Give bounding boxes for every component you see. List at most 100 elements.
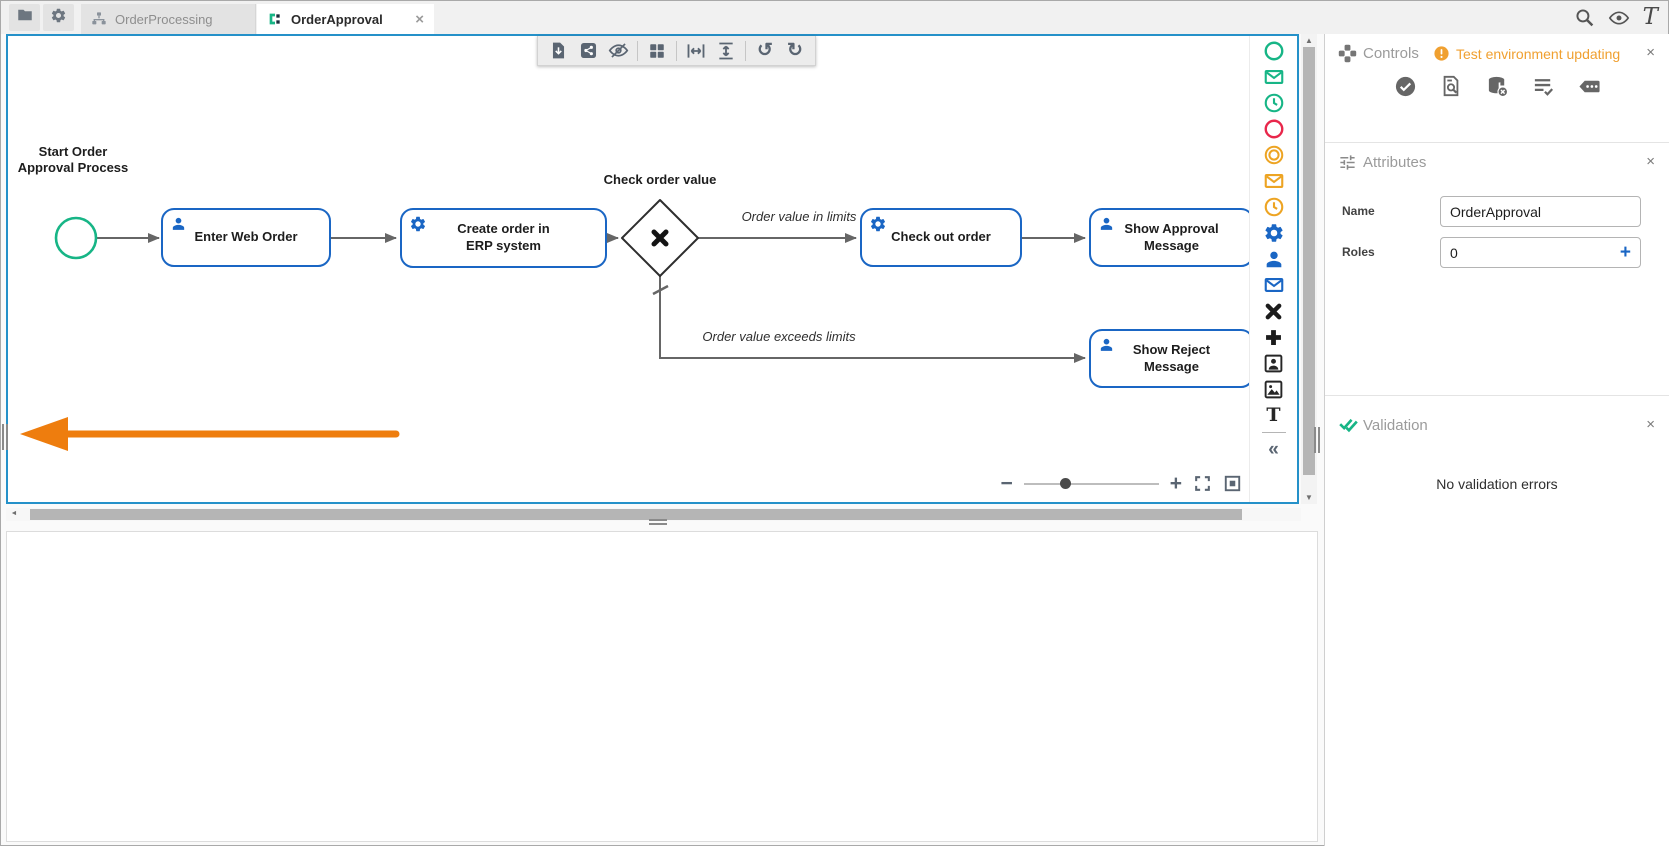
left-panel-handle[interactable] xyxy=(2,424,10,450)
preview-icon[interactable] xyxy=(1439,74,1463,98)
vertical-scroll-thumb[interactable] xyxy=(1303,47,1315,475)
send-task-tool[interactable] xyxy=(1261,272,1287,298)
gear-icon xyxy=(409,215,427,233)
eye-icon[interactable] xyxy=(1608,7,1630,29)
fullscreen-icon[interactable] xyxy=(1193,474,1212,493)
horizontal-scroll-thumb[interactable] xyxy=(30,509,1242,520)
task-label: Show Reject Message xyxy=(1132,341,1211,374)
exclusive-gateway-tool[interactable] xyxy=(1261,298,1287,324)
canvas-vertical-scrollbar[interactable]: ▲ ▼ xyxy=(1301,34,1317,504)
message-intermediate-event-tool[interactable] xyxy=(1261,168,1287,194)
start-event-tool[interactable] xyxy=(1261,38,1287,64)
settings-button[interactable] xyxy=(43,4,74,31)
controls-icon xyxy=(1338,44,1357,63)
diagram-layer xyxy=(20,199,1086,451)
start-event[interactable] xyxy=(54,216,98,260)
search-icon[interactable] xyxy=(1574,7,1595,28)
name-input[interactable] xyxy=(1441,203,1640,220)
folder-icon xyxy=(16,6,34,29)
app-logo: T xyxy=(1642,4,1658,30)
gear-icon xyxy=(50,7,67,29)
edge-gateway-to-reject[interactable] xyxy=(659,276,1086,363)
task-show-reject-message[interactable]: Show Reject Message xyxy=(1089,329,1254,388)
text-annotation-tool[interactable]: T xyxy=(1266,404,1281,426)
fit-height-icon[interactable] xyxy=(715,40,737,62)
scroll-down-icon[interactable]: ▼ xyxy=(1305,493,1313,502)
fit-width-icon[interactable] xyxy=(685,40,707,62)
log-icon[interactable] xyxy=(1531,74,1555,98)
intermediate-event-tool[interactable] xyxy=(1261,142,1287,168)
zoom-in-icon[interactable]: + xyxy=(1169,472,1182,495)
tab-order-approval[interactable]: OrderApproval × xyxy=(257,4,434,34)
message-start-event-tool[interactable] xyxy=(1261,64,1287,90)
export-icon[interactable] xyxy=(547,40,569,62)
end-event-tool[interactable] xyxy=(1261,116,1287,142)
roles-label: Roles xyxy=(1342,245,1375,259)
right-panel-handle[interactable] xyxy=(1314,427,1322,453)
canvas-horizontal-scrollbar[interactable]: ◄ xyxy=(6,508,1301,521)
share-icon[interactable] xyxy=(577,40,599,62)
hide-icon[interactable] xyxy=(607,40,629,62)
task-label: Enter Web Order xyxy=(194,229,298,245)
zoom-slider[interactable] xyxy=(1023,477,1159,489)
controls-buttons xyxy=(1325,74,1669,98)
tab-label: OrderApproval xyxy=(291,11,383,27)
scroll-up-icon[interactable]: ▲ xyxy=(1305,36,1313,45)
fit-diagram-icon[interactable] xyxy=(1223,474,1242,493)
gateway-x-icon xyxy=(651,229,669,247)
service-task-tool[interactable] xyxy=(1261,220,1287,246)
add-role-button[interactable]: + xyxy=(1619,241,1631,263)
validate-icon[interactable] xyxy=(1393,74,1417,98)
horizontal-splitter-handle[interactable] xyxy=(649,519,667,527)
toolbar-separator xyxy=(745,40,746,61)
zoom-slider-thumb[interactable] xyxy=(1059,477,1071,489)
task-create-erp-order[interactable]: Create order in ERP system xyxy=(400,208,607,268)
validation-title: Validation xyxy=(1363,417,1428,434)
redo-icon[interactable]: ↻ xyxy=(787,40,803,61)
close-controls-icon[interactable]: × xyxy=(1646,44,1655,61)
task-label: Check out order xyxy=(891,229,991,245)
gear-icon xyxy=(869,215,887,233)
element-palette: T « xyxy=(1249,36,1297,502)
user-icon xyxy=(1098,215,1115,232)
attributes-icon xyxy=(1338,153,1357,172)
scroll-left-icon[interactable]: ◄ xyxy=(10,510,18,517)
task-label: Show Approval Message xyxy=(1124,220,1219,253)
undo-icon[interactable]: ↺ xyxy=(757,40,773,61)
zoom-out-icon[interactable]: − xyxy=(1000,472,1013,495)
timer-start-event-tool[interactable] xyxy=(1261,90,1287,116)
portrait-annotation-tool[interactable] xyxy=(1261,350,1287,376)
secondary-editor-area[interactable] xyxy=(6,531,1318,842)
user-task-tool[interactable] xyxy=(1261,246,1287,272)
section-divider xyxy=(1325,142,1669,143)
user-icon xyxy=(1098,336,1115,353)
close-tab-icon[interactable]: × xyxy=(415,10,424,28)
clear-database-icon[interactable] xyxy=(1485,74,1509,98)
section-divider xyxy=(1325,395,1669,396)
timer-intermediate-event-tool[interactable] xyxy=(1261,194,1287,220)
close-validation-icon[interactable]: × xyxy=(1646,416,1655,433)
name-field xyxy=(1440,196,1641,227)
task-show-approval-message[interactable]: Show Approval Message xyxy=(1089,208,1254,267)
orange-arrow-head xyxy=(20,417,68,451)
tab-order-processing[interactable]: OrderProcessing xyxy=(81,4,256,34)
folder-button[interactable] xyxy=(9,4,40,31)
task-enter-web-order[interactable]: Enter Web Order xyxy=(161,208,331,267)
close-attributes-icon[interactable]: × xyxy=(1646,153,1655,170)
attributes-title: Attributes xyxy=(1363,154,1427,171)
console-icon[interactable] xyxy=(1577,74,1601,98)
name-label: Name xyxy=(1342,204,1375,218)
start-event-label: Start Order Approval Process xyxy=(17,144,129,176)
collapse-palette-icon[interactable]: « xyxy=(1268,439,1279,461)
top-bar: OrderProcessing OrderApproval × T xyxy=(1,1,1668,34)
process-canvas[interactable]: ↺ ↻ Start Order Approval Process Check o… xyxy=(6,34,1299,504)
controls-title: Controls xyxy=(1363,45,1419,62)
parallel-gateway-tool[interactable] xyxy=(1261,324,1287,350)
palette-divider xyxy=(1261,432,1286,433)
image-annotation-tool[interactable] xyxy=(1261,376,1287,402)
zoom-controls: − + xyxy=(1000,473,1242,494)
task-check-out-order[interactable]: Check out order xyxy=(860,208,1022,267)
grid-icon[interactable] xyxy=(646,40,668,62)
roles-input[interactable] xyxy=(1441,244,1620,261)
